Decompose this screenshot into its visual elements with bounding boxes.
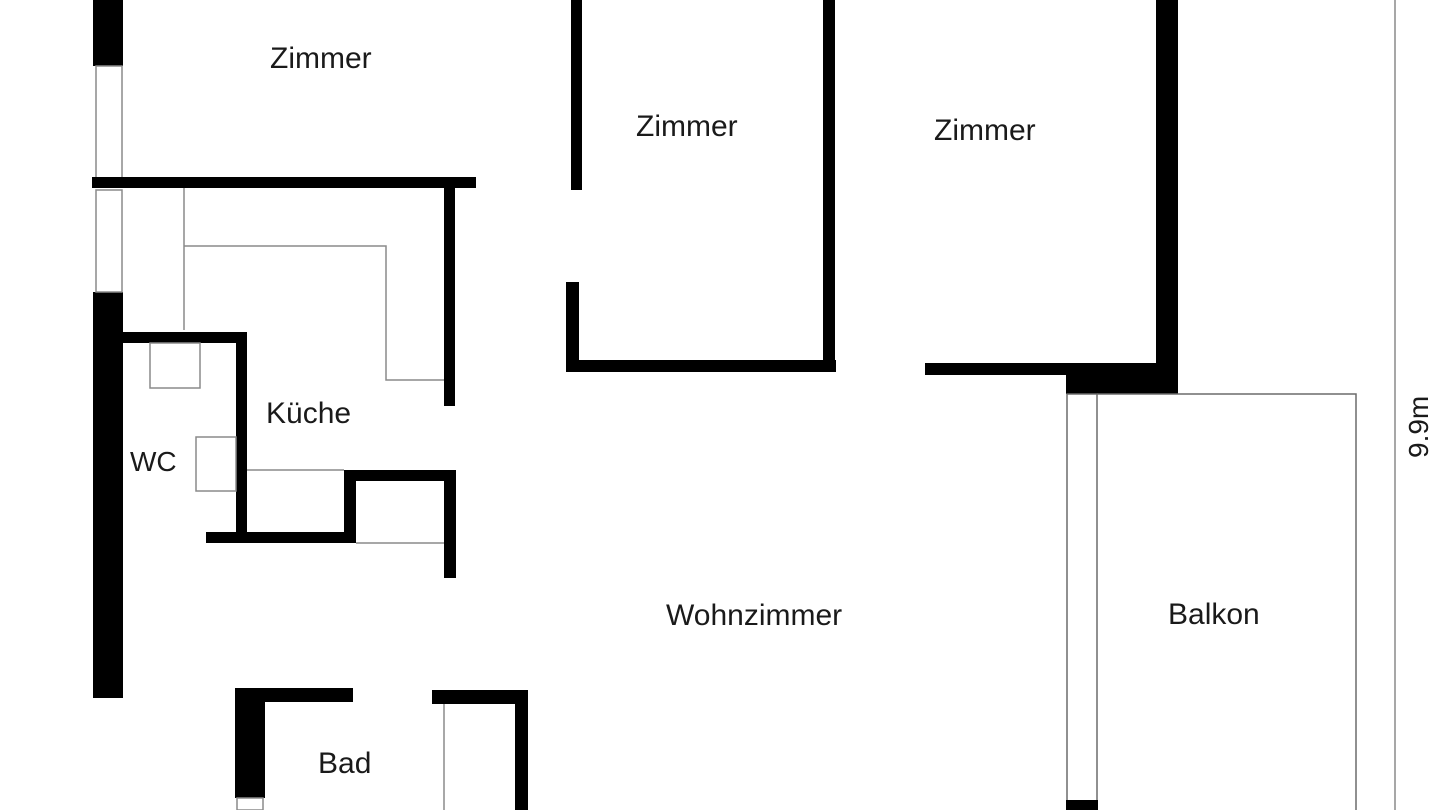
wall-zimmer-kueche — [92, 177, 476, 188]
zimmer-2-walls — [566, 0, 836, 372]
room-label-zimmer-3: Zimmer — [934, 114, 1036, 147]
wc-toilet — [195, 436, 237, 492]
zimmer-3-walls — [925, 0, 1178, 394]
wc-walls — [123, 332, 456, 578]
bad-walls — [235, 688, 528, 810]
room-label-wohnzimmer: Wohnzimmer — [666, 599, 842, 632]
room-label-wc: WC — [130, 446, 177, 477]
room-label-zimmer-2: Zimmer — [636, 110, 738, 143]
left-exterior-wall — [93, 0, 123, 698]
room-label-bad: Bad — [318, 747, 371, 780]
kitchen-counter — [183, 188, 444, 381]
room-label-balkon: Balkon — [1168, 598, 1260, 631]
balkon-outline — [1066, 393, 1357, 810]
kitchen-counter-lower — [247, 469, 444, 544]
room-label-zimmer-1: Zimmer — [270, 42, 372, 75]
wall-kueche-right — [444, 188, 455, 406]
room-label-kueche: Küche — [266, 397, 351, 430]
wc-sink — [149, 342, 201, 389]
dimension-label-height: 9.9m — [1403, 396, 1434, 458]
